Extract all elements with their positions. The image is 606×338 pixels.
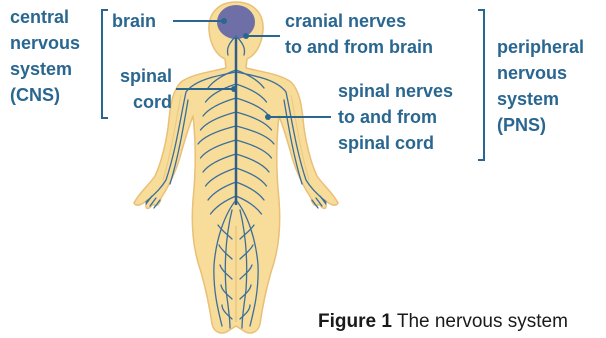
spinal-nerves-label-line: to and from bbox=[338, 104, 453, 130]
brain-label: brain bbox=[112, 8, 156, 34]
spinal-cord-label-line: cord bbox=[110, 89, 172, 115]
cns-label-line: (CNS) bbox=[10, 82, 80, 108]
figure-number: Figure 1 bbox=[318, 311, 392, 332]
pns-label-line: (PNS) bbox=[497, 112, 584, 138]
cns-label-line: nervous bbox=[10, 30, 80, 56]
cns-label-line: system bbox=[10, 56, 80, 82]
spinal-nerves-label: spinal nerves to and from spinal cord bbox=[338, 78, 453, 156]
pns-bracket bbox=[478, 10, 484, 160]
cns-bracket bbox=[102, 10, 108, 118]
spinal-nerves-pointer-dot bbox=[265, 114, 271, 120]
spinal-nerves-label-line: spinal cord bbox=[338, 130, 453, 156]
brain-pointer-dot bbox=[221, 18, 227, 24]
cranial-nerves-label: cranial nerves to and from brain bbox=[285, 8, 433, 60]
cranial-nerves-label-line: cranial nerves bbox=[285, 8, 433, 34]
cns-label: central nervous system (CNS) bbox=[10, 4, 80, 108]
pns-label-line: nervous bbox=[497, 60, 584, 86]
spinal-cord-label: spinal cord bbox=[110, 63, 172, 115]
pns-label-line: peripheral bbox=[497, 34, 584, 60]
pns-label-line: system bbox=[497, 86, 584, 112]
figure-caption: Figure 1 The nervous system bbox=[318, 311, 568, 333]
spinal-nerves-label-line: spinal nerves bbox=[338, 78, 453, 104]
figure-caption-text: The nervous system bbox=[392, 311, 568, 332]
cns-label-line: central bbox=[10, 4, 80, 30]
spinal-cord-label-line: spinal bbox=[110, 63, 172, 89]
cranial-nerves-label-line: to and from brain bbox=[285, 34, 433, 60]
pns-label: peripheral nervous system (PNS) bbox=[497, 34, 584, 138]
cranial-nerves-pointer-dot bbox=[243, 33, 249, 39]
spinal-cord-pointer-dot bbox=[231, 86, 237, 92]
